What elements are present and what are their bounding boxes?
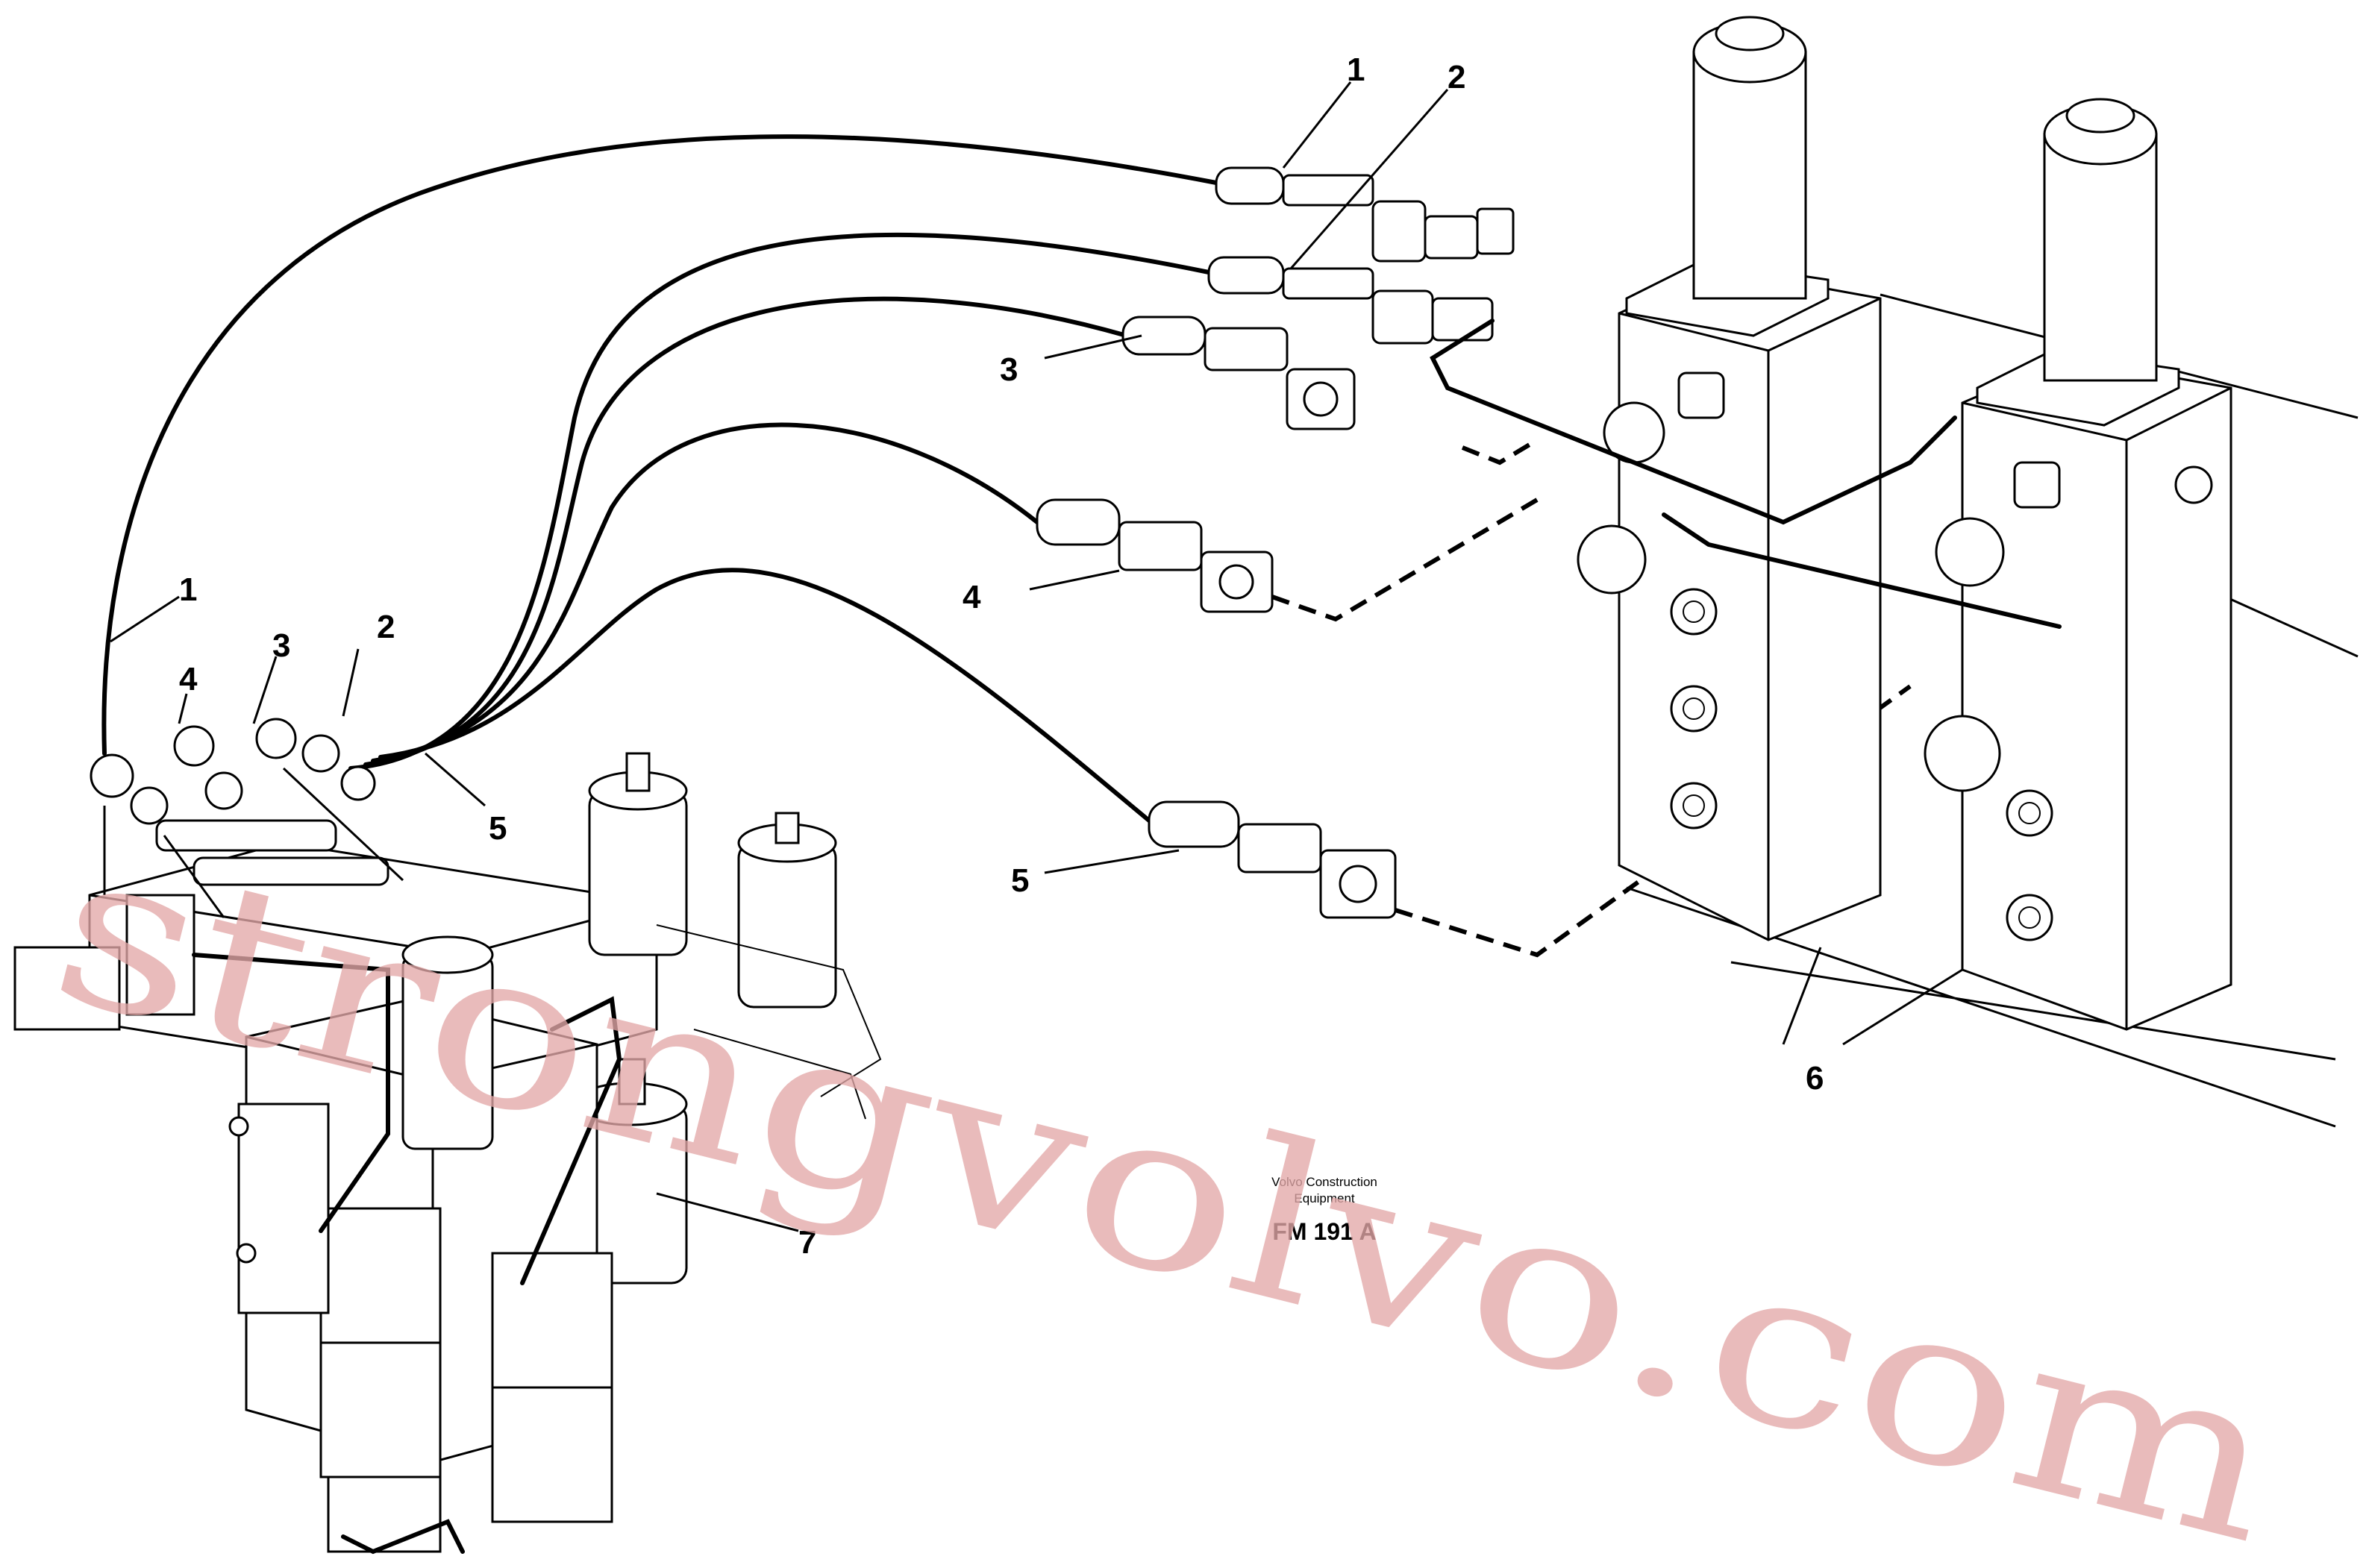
valve-block-a <box>1577 16 1882 941</box>
hose-end-5 <box>1148 800 1397 919</box>
hose-2 <box>348 232 1211 771</box>
figure-caption: Volvo Construction Equipment FM 191 A <box>1271 1175 1377 1245</box>
hose-end-1 <box>1215 166 1515 263</box>
caption-company-line2: Equipment <box>1294 1191 1355 1205</box>
callout-numbers: 1 2 3 4 5 1 2 3 4 5 6 7 <box>179 51 1824 1261</box>
valve-block-assembly <box>1430 16 2359 1128</box>
cross-pipe <box>1430 319 1957 525</box>
valve-side-housing <box>228 1103 330 1314</box>
callout-hose-4-left: 4 <box>179 661 198 697</box>
caption-figure-code: FM 191 A <box>1272 1218 1376 1245</box>
fitting-cluster <box>90 718 404 918</box>
callout-valve-blocks: 6 <box>1806 1060 1824 1097</box>
callout-hose-3-left: 3 <box>272 627 290 664</box>
side-connector <box>13 946 121 1031</box>
callout-hose-4-right: 4 <box>963 579 981 615</box>
dashed-connector-4 <box>1271 498 1539 622</box>
machine-outline <box>656 924 882 1120</box>
pilot-pipe-1 <box>192 953 390 1233</box>
cross-pipe-2 <box>1662 512 2062 629</box>
pilot-pipe-3 <box>341 1519 465 1555</box>
dashed-connector-3 <box>1461 438 1539 465</box>
accumulator-2 <box>737 812 837 1009</box>
callout-hose-5-left: 5 <box>489 810 507 847</box>
hose-end-4 <box>1036 498 1274 613</box>
callout-hose-1-right: 1 <box>1347 51 1365 88</box>
callout-hose-3-right: 3 <box>1000 351 1018 388</box>
callout-hose-2-right: 2 <box>1448 59 1465 95</box>
valve-block-b <box>1924 98 2232 1031</box>
callout-hose-1-left: 1 <box>179 571 197 608</box>
callout-hose-2-left: 2 <box>377 609 395 645</box>
solenoid-stack-left <box>319 1207 442 1553</box>
hose-group <box>101 134 1912 958</box>
hose-4 <box>371 422 1039 763</box>
control-valve-assembly <box>13 718 882 1555</box>
hose-end-3 <box>1121 316 1356 430</box>
callout-control-valve: 7 <box>798 1224 816 1261</box>
caption-company-line1: Volvo Construction <box>1271 1175 1377 1189</box>
solenoid-stack-right <box>491 1252 613 1523</box>
pilot-pipe-2 <box>520 996 622 1285</box>
hose-5 <box>378 568 1151 823</box>
hose-1 <box>101 134 1218 756</box>
hose-3 <box>363 296 1129 767</box>
callout-hose-5-right: 5 <box>1011 862 1029 899</box>
accumulator-1 <box>588 752 688 956</box>
leader-lines <box>110 81 1963 1232</box>
